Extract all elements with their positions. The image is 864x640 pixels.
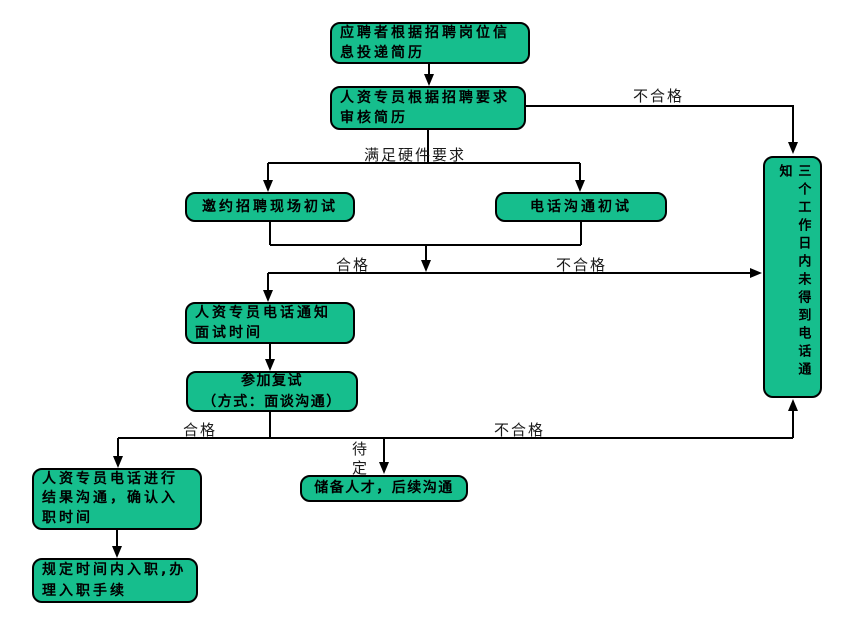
node-label: 人资专员电话进行 结果沟通，确认入 职时间 xyxy=(42,470,178,526)
edge-label-mid-fail: 不合格 xyxy=(556,258,608,274)
edge-label-mid-pass: 合格 xyxy=(336,258,371,274)
node-label: 邀约招聘现场初试 xyxy=(202,198,338,215)
node-label: 储备人才，后续沟通 xyxy=(314,480,454,497)
node-label: 三个工作日内未得到电话通知 xyxy=(776,164,811,380)
node-phone-interview: 电话沟通初试 xyxy=(495,192,667,222)
node-review-resume: 人资专员根据招聘要求 审核简历 xyxy=(330,86,526,130)
node-notify-interview-time: 人资专员电话通知 面试时间 xyxy=(185,302,355,344)
edge-label-bottom-fail: 不合格 xyxy=(494,423,546,439)
node-no-notification: 三个工作日内未得到电话通知 xyxy=(763,156,822,398)
node-label: 规定时间内入职,办 理入职手续 xyxy=(42,562,187,599)
edge-top-fail xyxy=(526,105,798,154)
edge-label-top-fail: 不合格 xyxy=(633,89,685,105)
edge-label-pending: 待定 xyxy=(350,441,366,479)
edge-label-meets-req: 满足硬件要求 xyxy=(364,148,467,164)
node-label: 人资专员根据招聘要求 审核简历 xyxy=(340,89,510,126)
node-label: 人资专员电话通知 面试时间 xyxy=(195,304,331,341)
node-label: 电话沟通初试 xyxy=(530,198,632,215)
node-label: 参加复试 （方式：面谈沟通） xyxy=(202,373,342,410)
node-label: 应聘者根据招聘岗位信 息投递简历 xyxy=(340,24,510,61)
node-onboarding: 规定时间内入职,办 理入职手续 xyxy=(32,558,198,603)
node-talent-pool: 储备人才，后续沟通 xyxy=(300,475,468,502)
node-onsite-interview: 邀约招聘现场初试 xyxy=(185,192,355,222)
node-submit-resume: 应聘者根据招聘岗位信 息投递简历 xyxy=(330,22,530,64)
node-result-confirm: 人资专员电话进行 结果沟通，确认入 职时间 xyxy=(32,468,202,530)
node-second-interview: 参加复试 （方式：面谈沟通） xyxy=(186,371,358,412)
edge-label-bottom-pass: 合格 xyxy=(183,423,218,439)
